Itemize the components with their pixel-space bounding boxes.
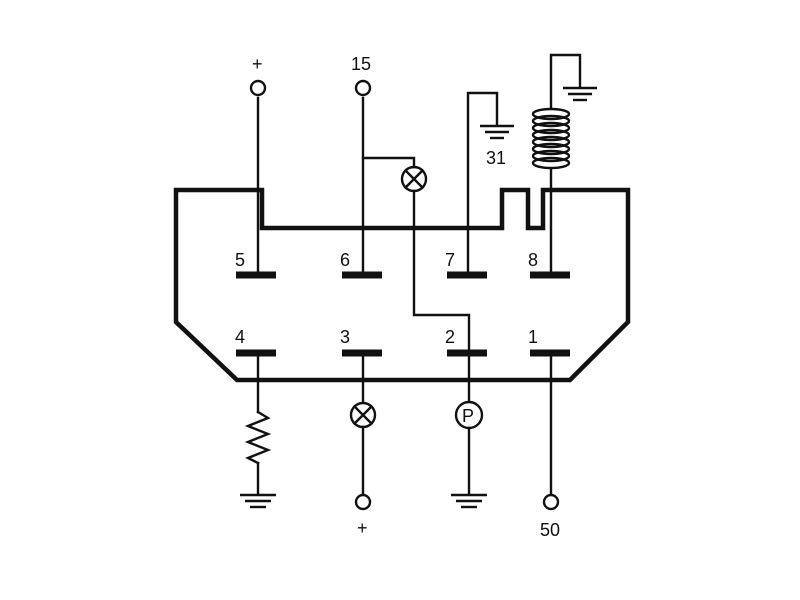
wire-pin7	[466, 91, 499, 277]
pin-4-label: 4	[235, 327, 245, 347]
pin-3-label: 3	[340, 327, 350, 347]
pressure-switch: P	[454, 400, 484, 430]
connector-body-outline	[173, 187, 631, 383]
ground-symbol-pin8	[563, 86, 597, 102]
terminal-pin6-top	[354, 79, 372, 97]
indicator-lamp-bottom	[349, 401, 377, 429]
wire-lamp-branch	[361, 156, 416, 169]
terminal-pin1-bottom	[542, 493, 560, 511]
resistor	[244, 410, 272, 465]
pin-6-label: 6	[340, 250, 350, 270]
terminal-pin5-top	[249, 79, 267, 97]
terminal-pin5-label: +	[252, 54, 263, 74]
indicator-lamp-top	[400, 165, 428, 193]
terminal-pin6-label: 15	[351, 54, 371, 74]
relay-coil	[531, 107, 571, 170]
wire-lamp-to-pin2	[412, 189, 471, 355]
pin-5-label: 5	[235, 250, 245, 270]
ground-symbol-pin7	[480, 124, 514, 140]
terminal-pin1-label: 50	[540, 520, 560, 540]
wire-pin8-upper	[549, 53, 582, 110]
svg-text:P: P	[462, 406, 474, 426]
pin-7-label: 7	[445, 250, 455, 270]
ground-symbol-pin2	[451, 493, 487, 509]
pin-1-label: 1	[528, 327, 538, 347]
terminal-pin3-label: +	[357, 518, 368, 538]
ground-symbol-pin4	[240, 493, 276, 509]
terminal-pin3-bottom	[354, 493, 372, 511]
pin-2-label: 2	[445, 327, 455, 347]
ground-31-label: 31	[486, 148, 506, 168]
pin-8-label: 8	[528, 250, 538, 270]
